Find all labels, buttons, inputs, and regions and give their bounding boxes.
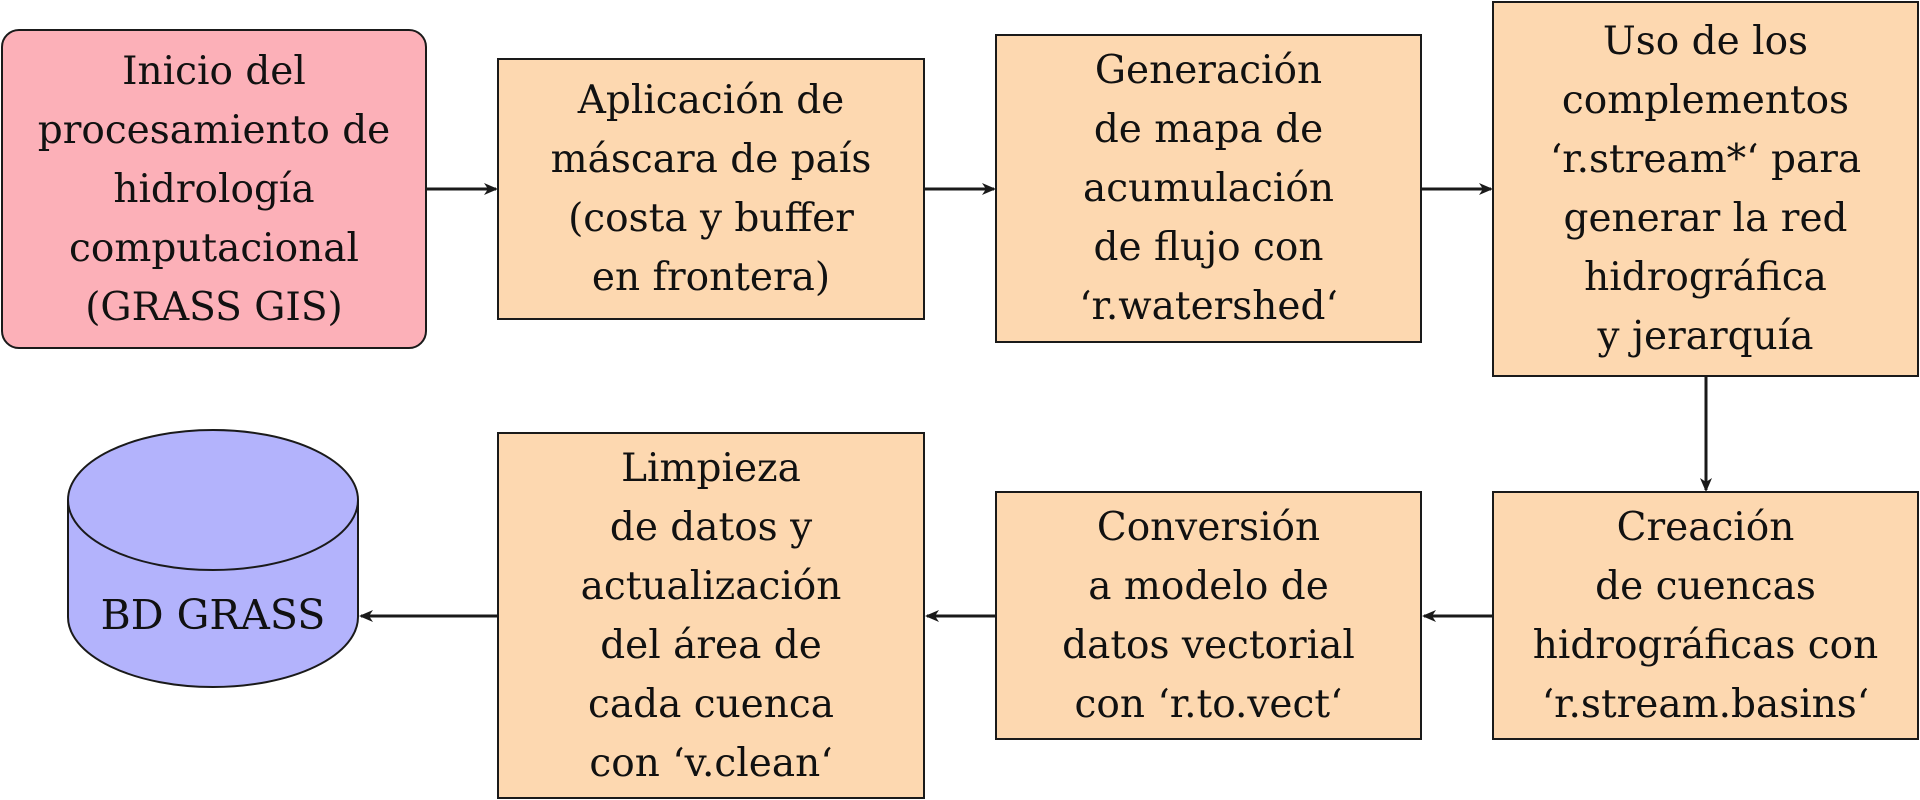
node-stream-network: Uso de los complementos ‘r.stream*‘ para… [1492, 1, 1919, 377]
node-text-line: acumulación [1083, 166, 1334, 211]
node-text-line: (costa y buffer [568, 196, 854, 241]
node-text-line: actualización [580, 563, 842, 609]
node-text-line: ‘r.stream*‘ para [1549, 137, 1862, 182]
node-flow-accumulation: Generación de mapa de acumulación de flu… [995, 34, 1422, 343]
node-text-line: hidrográficas con [1532, 622, 1879, 668]
node-basins-creation: Creación de cuencas hidrográficas con ‘r… [1492, 491, 1919, 740]
node-text-line: datos vectorial [1062, 622, 1355, 668]
node-text-line: cada cuenca [588, 681, 834, 727]
node-text-line: ‘r.watershed‘ [1079, 284, 1338, 329]
node-text-line: de datos y [609, 504, 813, 550]
node-text-line: Aplicación de [577, 78, 845, 123]
node-text-line: Limpieza [621, 445, 801, 491]
node-text-line: hidrográfica [1584, 255, 1827, 300]
node-text-line: hidrología [113, 166, 315, 212]
node-text-line: ‘r.stream.basins‘ [1541, 681, 1870, 727]
node-text-line: computacional [69, 225, 359, 271]
node-text-line: Conversión [1096, 504, 1321, 550]
node-data-cleaning: Limpieza de datos y actualización del ár… [497, 432, 925, 799]
node-text-line: del área de [600, 622, 822, 668]
database-label: BD GRASS [100, 591, 326, 639]
node-text-line: Inicio del [122, 48, 306, 94]
node-text-line: en frontera) [591, 255, 831, 300]
node-country-mask: Aplicación de máscara de país (costa y b… [497, 58, 925, 320]
node-text-line: máscara de país [550, 137, 872, 182]
node-text-line: con ‘v.clean‘ [589, 740, 833, 786]
node-vector-conversion: Conversión a modelo de datos vectorial c… [995, 491, 1422, 740]
node-text-line: generar la red [1563, 196, 1848, 241]
node-text-line: procesamiento de [37, 107, 391, 153]
node-text-line: a modelo de [1088, 563, 1329, 609]
node-text-line: con ‘r.to.vect‘ [1074, 681, 1343, 727]
node-text-line: de cuencas [1595, 563, 1816, 609]
node-start-processing: Inicio del procesamiento de hidrología c… [1, 29, 427, 349]
node-text-line: Creación [1616, 504, 1795, 550]
database-cylinder-icon [67, 429, 359, 688]
node-text-line: y jerarquía [1597, 314, 1814, 359]
node-text-line: (GRASS GIS) [85, 284, 343, 330]
node-text-line: de mapa de [1093, 107, 1324, 152]
node-text-line: de flujo con [1093, 225, 1324, 270]
node-text-line: Generación [1094, 48, 1323, 93]
node-text-line: complementos [1561, 78, 1850, 123]
node-text-line: Uso de los [1602, 19, 1809, 64]
